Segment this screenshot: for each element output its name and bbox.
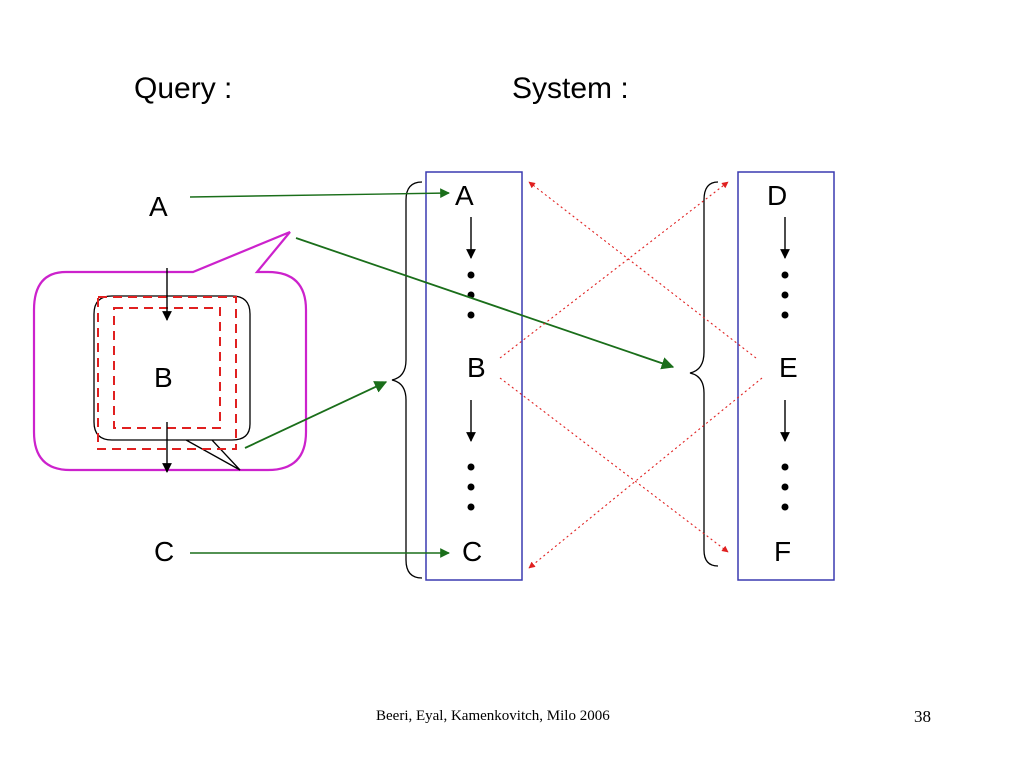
col1-ellipsis-top	[467, 271, 475, 319]
cross-link-b-to-d	[499, 181, 729, 359]
system-column-1	[425, 171, 523, 581]
query-node-b: B	[154, 362, 173, 393]
col2-ellipsis-bottom	[781, 463, 789, 511]
system-column-2	[737, 171, 835, 581]
query-node-a: A	[149, 191, 168, 222]
query-node-c: C	[154, 536, 174, 567]
system-node-d: D	[767, 180, 787, 211]
system-node-e: E	[779, 352, 798, 383]
col1-ellipsis-bottom	[467, 463, 475, 511]
mapping-arrow-callout-to-e	[295, 237, 675, 370]
query-heading: Query :	[134, 72, 232, 105]
mapping-arrow-b	[244, 381, 388, 449]
system-node-f: F	[774, 536, 791, 567]
system-node-a: A	[455, 180, 474, 211]
mapping-arrow-a	[189, 188, 450, 199]
brace-column-2	[689, 181, 719, 567]
system-node-c: C	[462, 536, 482, 567]
system-heading: System :	[512, 72, 629, 105]
cross-link-e-to-a	[528, 181, 757, 359]
col2-ellipsis-top	[781, 271, 789, 319]
brace-column-1	[391, 181, 423, 579]
callout-bubble	[32, 230, 308, 472]
cross-link-b-to-f	[499, 377, 729, 553]
cross-link-e-to-c	[528, 377, 763, 569]
page-number: 38	[914, 707, 931, 726]
footer-credit: Beeri, Eyal, Kamenkovitch, Milo 2006	[376, 708, 610, 724]
inner-callout	[93, 295, 251, 471]
system-node-b: B	[467, 352, 486, 383]
